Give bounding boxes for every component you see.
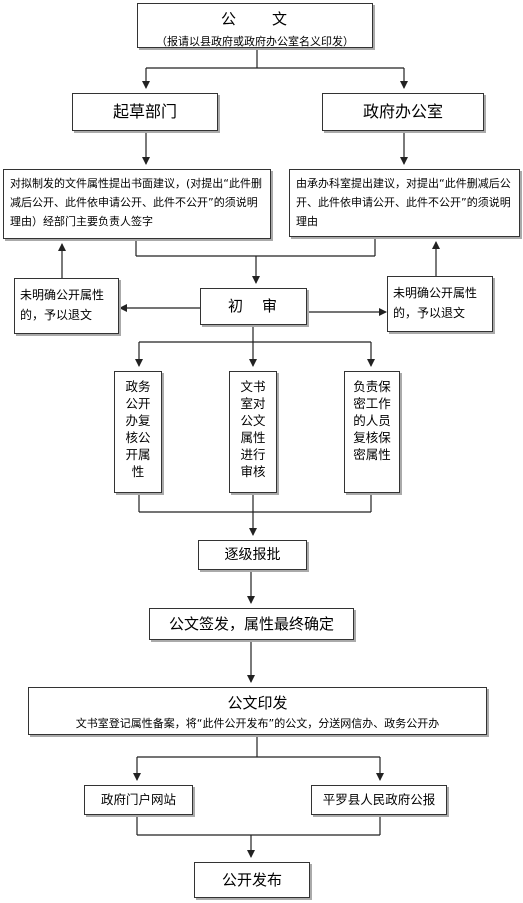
sign-title: 公文签发，属性最终确定: [168, 615, 334, 633]
drafting-department-title: 起草部门: [112, 102, 177, 121]
approval-title: 逐级报批: [224, 547, 281, 563]
publish-box: 公开发布: [194, 862, 310, 898]
top-title: 公 文: [220, 10, 289, 28]
review-box-documents: 文书室对公文属性进行审核: [229, 371, 277, 493]
top-subtitle: （报请以县政府或政府办公室名义印发）: [156, 35, 354, 48]
drafting-department-desc-box: 对拟制发的文件属性提出书面建议，(对提出“此件删减后公开、此件依申请公开、此件不…: [3, 169, 271, 239]
review-open-affairs-text: 政务公开办复核公开属性: [125, 379, 151, 479]
government-office-box: 政府办公室: [322, 93, 484, 131]
output-gazette-text: 平罗县人民政府公报: [322, 792, 436, 807]
right-reject-text: 未明确公开属性的，予以退文: [393, 286, 478, 320]
print-title: 公文印发: [227, 694, 288, 712]
output-gazette-box: 平罗县人民政府公报: [311, 785, 447, 815]
print-box: 公文印发 文书室登记属性备案，将“此件公开发布”的公文，分送网信办、政务公开办: [28, 687, 487, 735]
government-office-desc: 由承办科室提出建议，对提出“此件删减后公开、此件依申请公开、此件不公开”的须说明…: [296, 177, 511, 228]
top-document-box: 公 文 （报请以县政府或政府办公室名义印发）: [137, 3, 373, 48]
initial-review-title: 初 审: [227, 297, 279, 315]
drafting-department-desc: 对拟制发的文件属性提出书面建议，(对提出“此件删减后公开、此件依申请公开、此件不…: [10, 177, 262, 228]
review-documents-text: 文书室对公文属性进行审核: [240, 379, 266, 479]
review-box-secrecy: 负责保密工作的人员复核保密属性: [344, 371, 400, 493]
approval-box: 逐级报批: [198, 540, 307, 570]
left-reject-text: 未明确公开属性的，予以退文: [20, 288, 105, 322]
print-desc: 文书室登记属性备案，将“此件公开发布”的公文，分送网信办、政务公开办: [75, 717, 440, 730]
output-portal-box: 政府门户网站: [84, 785, 193, 815]
publish-title: 公开发布: [221, 871, 282, 889]
review-box-open-affairs: 政务公开办复核公开属性: [114, 371, 162, 493]
drafting-department-box: 起草部门: [72, 93, 218, 131]
right-reject-box: 未明确公开属性的，予以退文: [387, 276, 493, 332]
review-secrecy-text: 负责保密工作的人员复核保密属性: [353, 379, 391, 462]
initial-review-box: 初 审: [200, 288, 307, 325]
government-office-title: 政府办公室: [362, 102, 443, 121]
output-portal-text: 政府门户网站: [100, 792, 176, 807]
sign-box: 公文签发，属性最终确定: [149, 608, 354, 640]
government-office-desc-box: 由承办科室提出建议，对提出“此件删减后公开、此件依申请公开、此件不公开”的须说明…: [289, 169, 520, 237]
left-reject-box: 未明确公开属性的，予以退文: [14, 278, 119, 334]
